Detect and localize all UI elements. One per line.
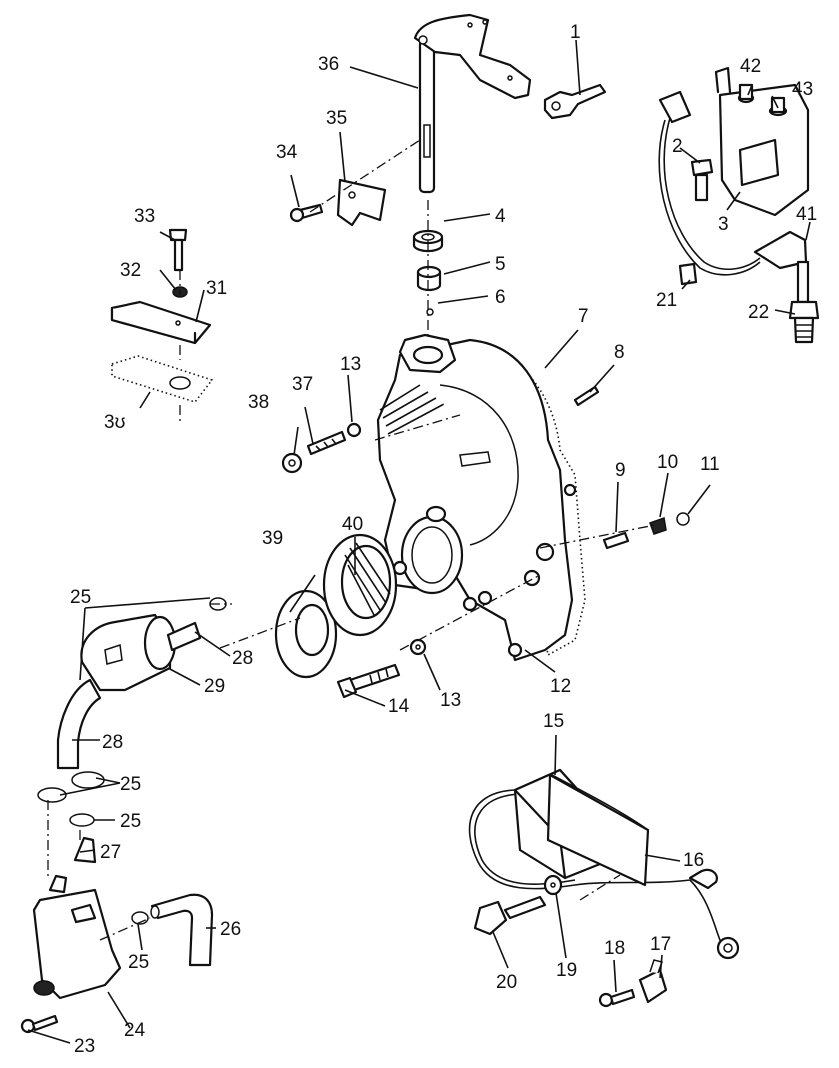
callout-15: 15	[543, 711, 564, 732]
callout-25-bottom: 25	[128, 952, 149, 973]
callout-27: 27	[100, 842, 121, 863]
dowel-pin-8	[573, 385, 600, 407]
callout-33: 33	[134, 206, 155, 227]
callout-41: 41	[796, 204, 817, 225]
ignition-coil-3	[714, 66, 810, 217]
washer-19	[543, 874, 563, 896]
callout-7: 7	[578, 306, 589, 327]
shift-link-1	[543, 83, 607, 120]
callout-40: 40	[342, 514, 363, 535]
spark-plug-22	[788, 260, 820, 344]
callout-25-upper-mid: 25	[120, 774, 141, 795]
bolt-2	[690, 158, 714, 202]
seal-39	[274, 589, 338, 679]
cap-21	[678, 262, 698, 286]
pin-9	[602, 531, 630, 550]
clamps-25-middle	[37, 771, 105, 827]
bolt-33	[168, 228, 188, 272]
bolt-14	[336, 663, 401, 699]
callout-22: 22	[748, 302, 769, 323]
fuel-filter-29	[80, 613, 202, 692]
callout-36: 36	[318, 54, 339, 75]
callout-29: 29	[204, 676, 225, 697]
clip-17	[638, 959, 668, 1004]
callout-13-upper: 13	[340, 354, 361, 375]
callout-5: 5	[495, 254, 506, 275]
callout-42: 42	[740, 56, 761, 77]
centerlines	[47, 139, 656, 941]
callout-2: 2	[672, 136, 683, 157]
callout-16: 16	[683, 850, 704, 871]
callout-10: 10	[657, 452, 678, 473]
plate-31	[110, 300, 212, 345]
callout-31: 31	[206, 278, 227, 299]
callout-20: 20	[496, 972, 517, 993]
bolt-20	[473, 895, 547, 936]
callout-labels: 1 2 3 4 5 6 7 8 9 10 11 12 13 13 14 15 1…	[70, 22, 817, 1057]
callout-9: 9	[615, 460, 626, 481]
callout-6: 6	[495, 287, 506, 308]
callout-32: 32	[120, 260, 141, 281]
screw-23	[20, 1014, 59, 1034]
stud-37	[306, 430, 347, 456]
callout-24: 24	[124, 1020, 146, 1041]
callout-25-top: 25	[70, 587, 91, 608]
callout-43: 43	[792, 79, 813, 100]
washer-13-upper	[346, 422, 362, 438]
callout-28-lower: 28	[102, 732, 123, 753]
callout-21: 21	[656, 290, 677, 311]
callout-38: 38	[248, 392, 269, 413]
retainer-11	[676, 512, 690, 526]
callout-23: 23	[74, 1036, 95, 1057]
callout-1: 1	[570, 22, 581, 43]
callout-37: 37	[292, 374, 313, 395]
high-tension-lead-41	[658, 90, 808, 276]
fitting-27	[73, 836, 97, 864]
callout-18: 18	[604, 938, 625, 959]
gasket-30	[111, 355, 214, 403]
callout-28-upper: 28	[232, 648, 253, 669]
callout-3: 3	[718, 214, 729, 235]
callout-14: 14	[388, 696, 410, 717]
callout-13-lower: 13	[440, 690, 461, 711]
o-ring-6	[426, 308, 434, 316]
callout-35: 35	[326, 108, 347, 129]
seal-5	[416, 265, 442, 292]
fuel-pump-24	[32, 874, 122, 1000]
callout-17: 17	[650, 934, 671, 955]
callout-34: 34	[276, 142, 298, 163]
fuel-hose-26	[150, 893, 214, 967]
leader-lines	[27, 39, 811, 1044]
callout-39: 39	[262, 528, 283, 549]
callout-30: 3ʊ	[104, 412, 125, 433]
ring-terminals	[688, 868, 740, 960]
callout-4: 4	[495, 206, 506, 227]
screw-18	[598, 988, 636, 1008]
plug-10	[649, 516, 667, 535]
nut-38	[281, 452, 303, 474]
crankcase-cover-housing	[376, 333, 586, 662]
bracket-35	[336, 178, 387, 227]
callout-11: 11	[700, 454, 720, 475]
plate-16	[546, 773, 650, 887]
callout-26: 26	[220, 919, 241, 940]
bearing-40	[322, 533, 398, 637]
callout-25-lower-mid: 25	[120, 811, 141, 832]
shift-lever-shaft	[413, 13, 532, 194]
callout-12: 12	[550, 676, 571, 697]
callout-19: 19	[556, 960, 577, 981]
fuel-hose-28-upper	[56, 678, 102, 770]
washer-13-lower	[409, 638, 427, 656]
callout-8: 8	[614, 342, 625, 363]
